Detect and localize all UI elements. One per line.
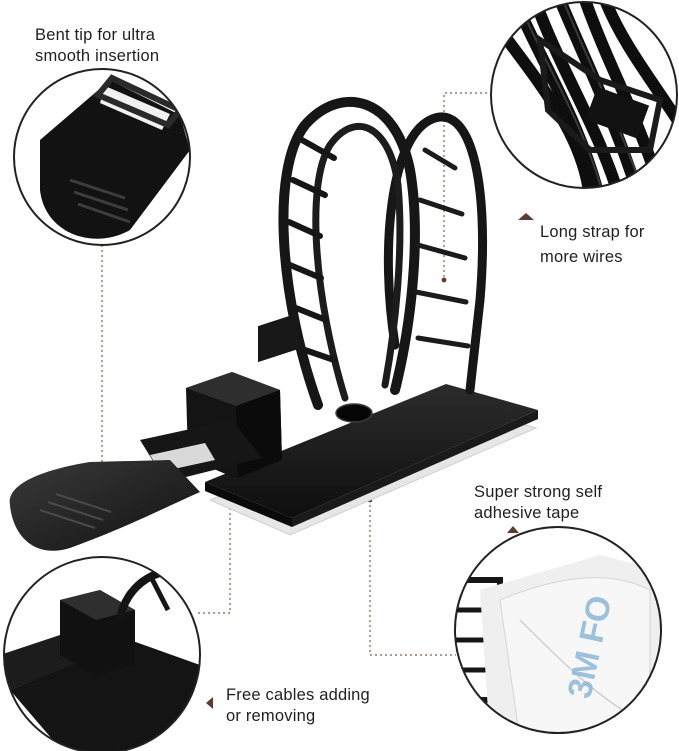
inset-adhesive-tape: 3M FO [454,526,662,734]
callout-cables-line2: or removing [226,707,316,725]
inset-tip-closeup [13,68,191,246]
callout-tape-line1: Super strong self [474,483,603,501]
inset-buckle-closeup [3,556,201,751]
bent-tip [9,460,201,551]
callout-tip-line1: Bent tip for ultra [35,26,156,44]
callout-tip: Bent tip for ultra smooth insertion [35,25,159,67]
callout-cables: Free cables adding or removing [226,685,370,727]
callout-strap: Long strap for more wires [540,220,645,270]
base-plate [205,384,538,518]
callout-tape-line2: adhesive tape [474,504,580,522]
callout-strap-line1: Long strap for [540,223,645,241]
callout-tape: Super strong self adhesive tape [474,482,602,524]
leader-lines [101,92,493,656]
callout-tip-line2: smooth insertion [35,47,160,65]
callout-strap-line2: more wires [540,248,623,266]
cable-clip-main [9,96,538,551]
callout-cables-line1: Free cables adding [226,686,370,704]
strap-loop [278,96,420,410]
inset-strap-with-wires [490,1,678,189]
screw-hole [335,403,373,423]
